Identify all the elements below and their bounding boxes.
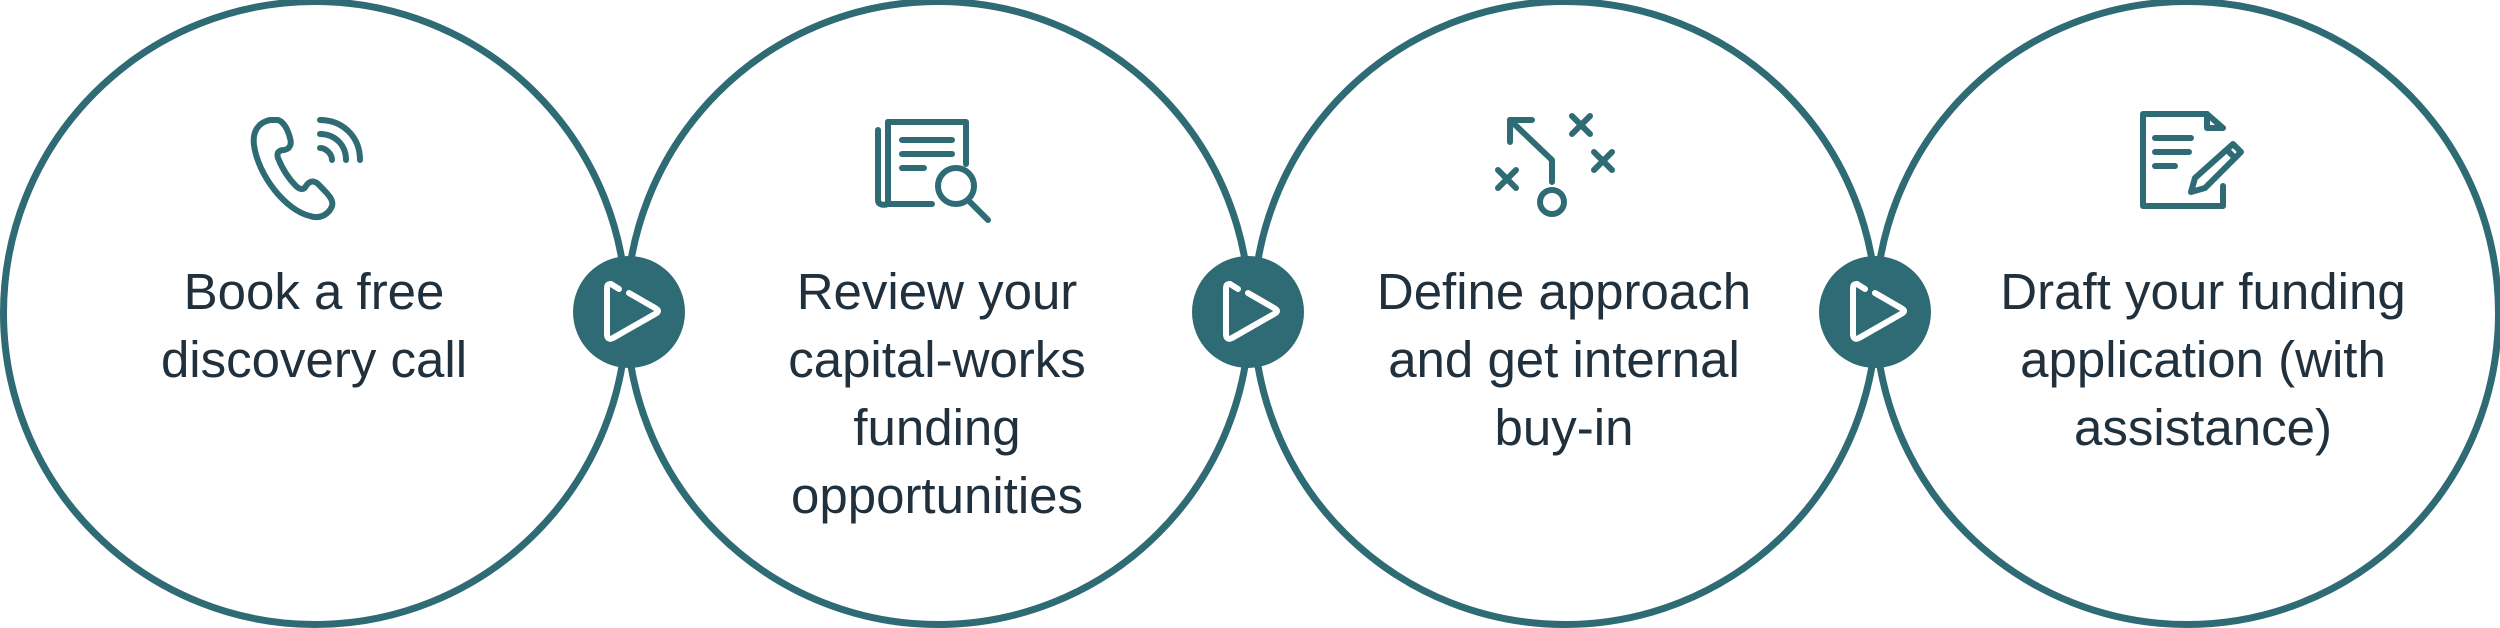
step-3-label: Define approach and get internal buy-in — [1376, 263, 1752, 456]
connector-2-play-arrow-icon[interactable] — [1192, 256, 1304, 368]
document-search-icon — [860, 100, 1010, 250]
document-edit-icon — [2125, 100, 2275, 250]
strategy-play-icon — [1490, 100, 1640, 250]
connector-3-play-arrow-icon[interactable] — [1819, 256, 1931, 368]
step-2-label: Review your capital-works funding opport… — [788, 263, 1086, 524]
step-4-label: Draft your funding application (with ass… — [2000, 263, 2406, 456]
step-1-label: Book a free discovery call — [160, 263, 468, 388]
phone-call-icon — [240, 100, 390, 250]
connector-1-play-arrow-icon[interactable] — [573, 256, 685, 368]
